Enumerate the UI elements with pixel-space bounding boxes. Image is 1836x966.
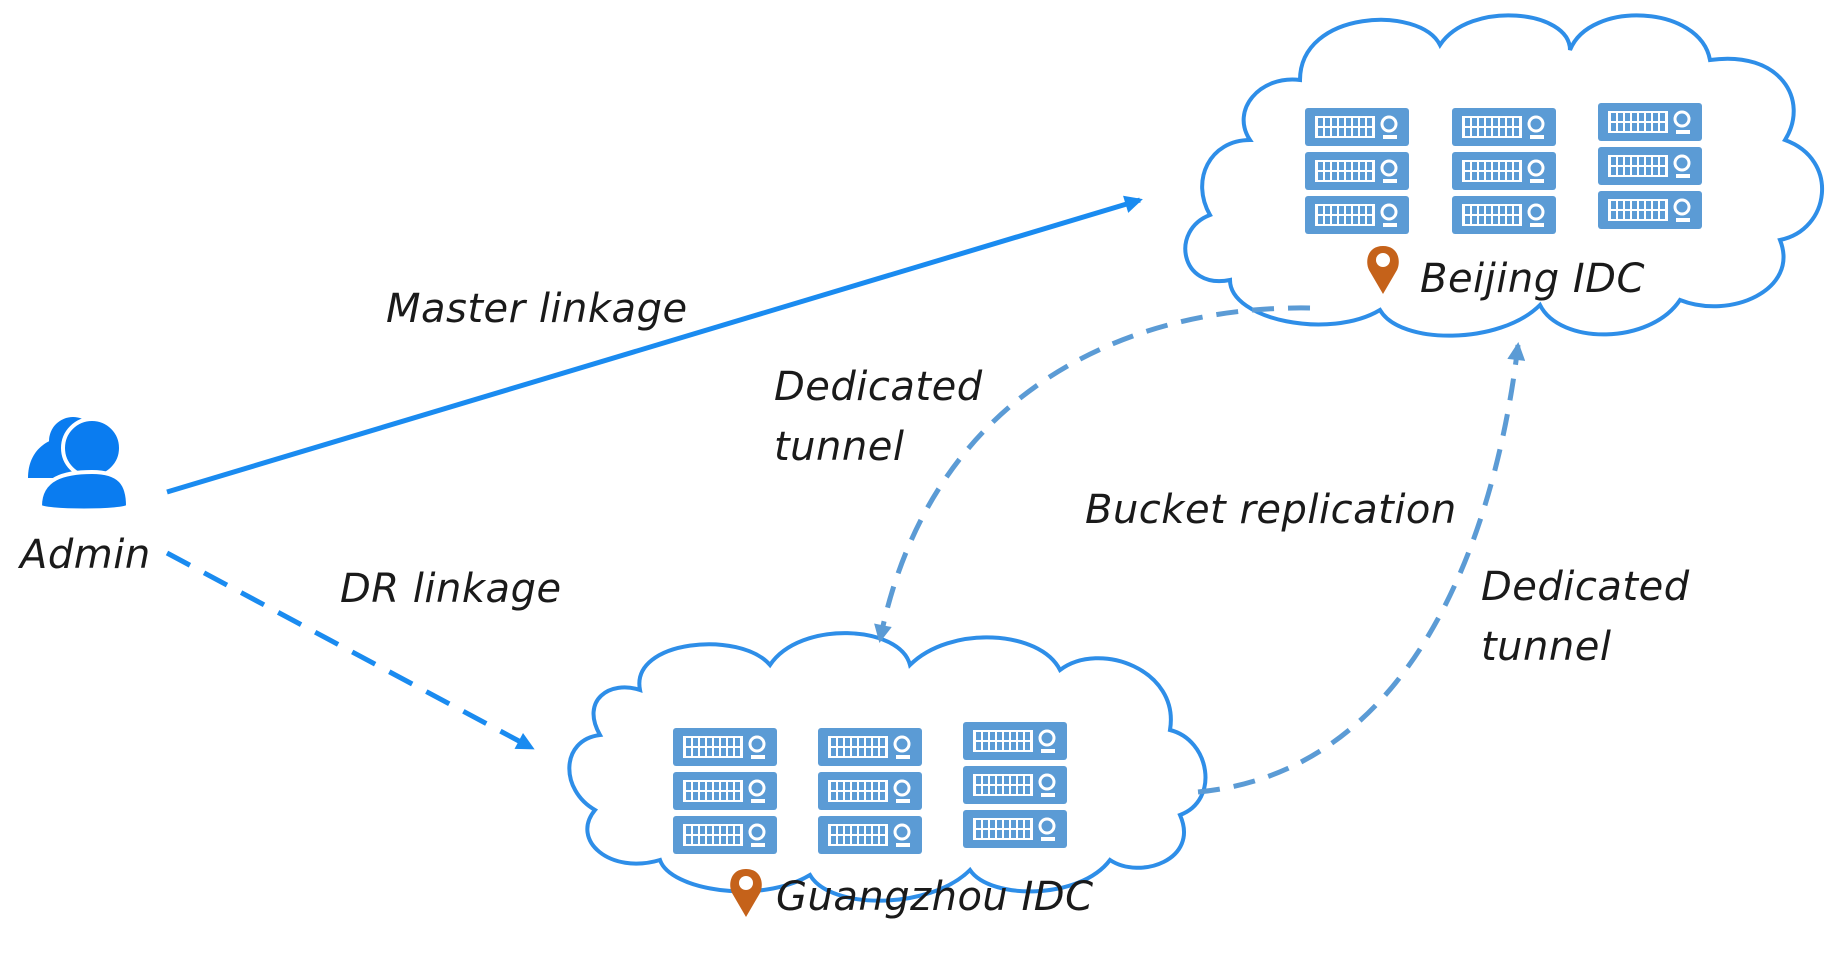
tunnel-left-label-line1: Dedicated <box>774 364 983 410</box>
dedicated-tunnel-right <box>1197 342 1526 795</box>
master-linkage-label: Master linkage <box>386 286 688 332</box>
master-linkage-arrow <box>166 195 1143 495</box>
guangzhou-servers <box>673 722 1067 854</box>
beijing-servers <box>1305 103 1702 234</box>
server-rack-icon <box>818 728 922 854</box>
guangzhou-idc-label: Guangzhou IDC <box>776 874 1094 920</box>
dr-linkage-label: DR linkage <box>340 566 562 612</box>
admin-label: Admin <box>20 532 151 578</box>
tunnel-right-label-line1: Dedicated <box>1481 564 1690 610</box>
tunnel-right-label-line2: tunnel <box>1481 624 1612 670</box>
tunnel-left-label-line2: tunnel <box>774 424 905 470</box>
server-rack-icon <box>1598 103 1702 229</box>
server-rack-icon <box>963 722 1067 848</box>
server-rack-icon <box>1305 108 1409 234</box>
location-pin-icon <box>730 869 762 917</box>
dedicated-tunnel-left <box>874 305 1311 643</box>
bucket-replication-label: Bucket replication <box>1085 487 1457 533</box>
guangzhou-cloud <box>567 631 1208 903</box>
server-rack-icon <box>1452 108 1556 234</box>
dr-linkage-arrow <box>165 550 535 751</box>
users-icon <box>28 417 131 513</box>
beijing-idc-label: Beijing IDC <box>1420 256 1645 302</box>
server-rack-icon <box>673 728 777 854</box>
